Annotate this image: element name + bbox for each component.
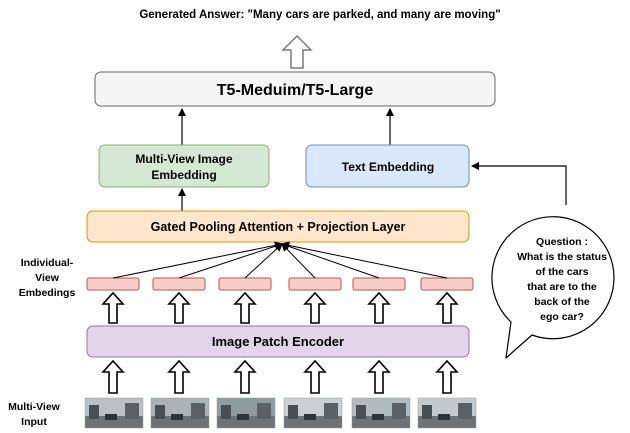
multi-view-input-label-line1: Multi-View: [8, 401, 61, 413]
encoder-to-slot-hollow-arrow: [233, 291, 257, 324]
slot-to-gated-arrow: [281, 242, 380, 279]
question-line-2: What is the status: [517, 251, 607, 263]
question-line-5: back of the: [534, 296, 590, 308]
multi-view-input-label-line2: Input: [21, 416, 47, 428]
camera-thumbnail: [351, 397, 411, 429]
embedding-slot: [86, 277, 140, 291]
embedding-slot: [152, 277, 206, 291]
individual-view-label-line3: Embedings: [19, 287, 76, 299]
question-text: Question : What is the status of the car…: [517, 236, 607, 323]
image-to-encoder-hollow-arrow: [303, 359, 327, 394]
question-line-3: of the cars: [535, 266, 588, 278]
slot-to-gated-arrow: [281, 243, 316, 279]
slot-to-gated-arrow: [244, 243, 283, 279]
image-to-encoder-arrows: [101, 359, 459, 394]
gated-pooling-label: Gated Pooling Attention + Projection Lay…: [151, 220, 406, 234]
image-to-encoder-hollow-arrow: [367, 359, 391, 394]
embedding-slots: [86, 277, 474, 291]
individual-view-label-line1: Individual-: [21, 257, 74, 269]
multi-view-embedding-box: [98, 144, 270, 188]
encoder-to-slot-hollow-arrow: [435, 291, 459, 324]
question-bubble: [491, 216, 615, 359]
camera-thumbnail: [283, 397, 343, 429]
embedding-slot: [352, 277, 406, 291]
embedding-slot: [288, 277, 342, 291]
text-embedding-box: [305, 144, 470, 188]
encoder-to-slot-hollow-arrow: [167, 291, 191, 324]
encoder-to-slot-hollow-arrow: [303, 291, 327, 324]
image-patch-encoder-label: Image Patch Encoder: [212, 334, 344, 349]
image-to-encoder-hollow-arrow: [101, 359, 125, 394]
image-to-encoder-hollow-arrow: [435, 359, 459, 394]
camera-thumbnails: [84, 397, 477, 429]
slot-arrows: [112, 241, 448, 279]
output-arrow: [281, 34, 313, 69]
camera-thumbnail: [216, 397, 276, 429]
individual-view-label-line2: View: [35, 272, 60, 284]
slot-to-gated-arrow: [281, 241, 448, 279]
question-to-text-arrow: [471, 162, 567, 205]
question-line-6: ego car?: [540, 311, 584, 323]
encoder-to-slot-hollow-arrow: [101, 291, 125, 324]
t5-label: T5-Meduim/T5-Large: [217, 82, 374, 99]
generated-answer-text: Generated Answer: "Many cars are parked,…: [139, 9, 500, 21]
embedding-slot: [420, 277, 474, 291]
question-line-1: Question :: [536, 236, 588, 248]
t5-box: [94, 71, 496, 107]
encoder-to-slot-arrows: [101, 291, 459, 324]
camera-thumbnail: [417, 397, 477, 429]
camera-thumbnail: [150, 397, 210, 429]
slot-to-gated-arrow: [178, 242, 283, 279]
question-line-4: that are to the: [527, 281, 597, 293]
text-embedding-label: Text Embedding: [342, 160, 434, 174]
image-to-encoder-hollow-arrow: [233, 359, 257, 394]
encoder-to-slot-hollow-arrow: [367, 291, 391, 324]
camera-thumbnail: [84, 397, 144, 429]
multi-view-embedding-label-line2: Embedding: [151, 168, 216, 182]
embedding-slot: [218, 277, 272, 291]
image-to-encoder-hollow-arrow: [167, 359, 191, 394]
image-patch-encoder-box: [86, 325, 470, 358]
multi-view-embedding-label-line1: Multi-View Image: [135, 152, 232, 166]
slot-to-gated-arrow: [112, 241, 283, 279]
